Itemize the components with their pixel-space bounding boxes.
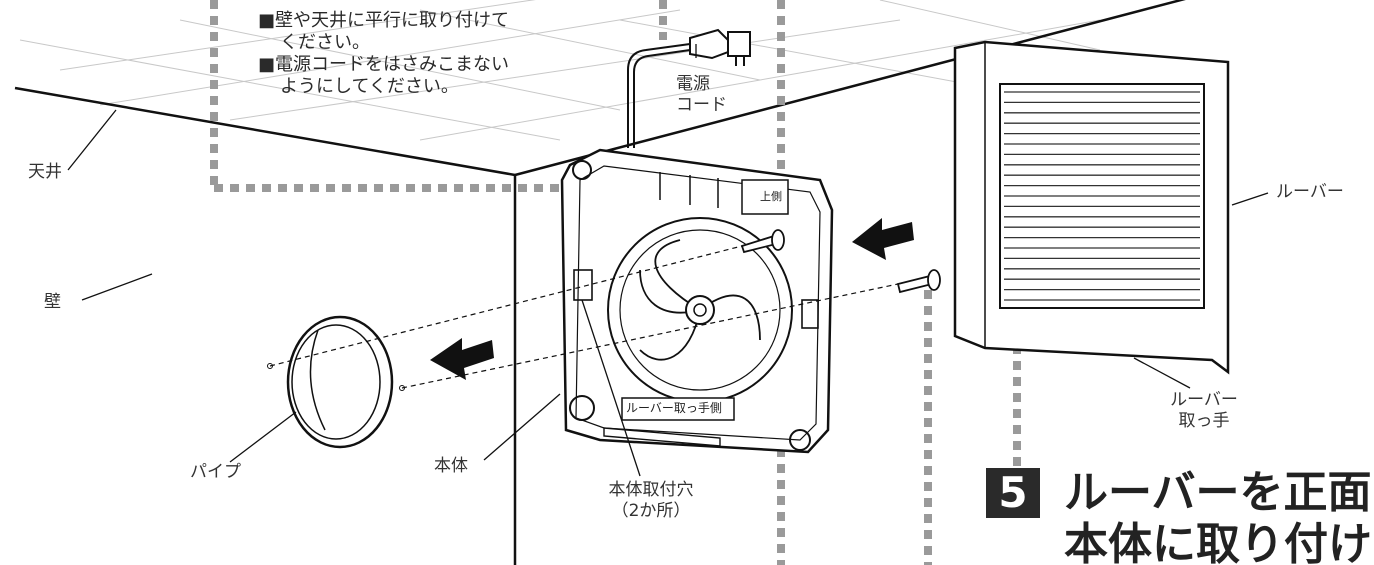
- label-power-cord-1: 電源: [676, 74, 710, 94]
- label-louver-handle-1: ルーバー: [1170, 390, 1238, 410]
- label-power-cord-2: コード: [676, 95, 727, 115]
- leader-lines: [67, 44, 1269, 477]
- room-edges: [14, 0, 1186, 565]
- ceiling-grid: [19, 0, 1101, 141]
- alignment-lines: [269, 245, 899, 389]
- fan-body: [560, 148, 834, 454]
- label-louver-handle: ルーバー 取っ手: [1166, 390, 1242, 432]
- step-title-line-1: ルーバーを正面か: [1064, 467, 1374, 518]
- direction-arrows: [430, 218, 914, 380]
- label-mount-holes: 本体取付穴 （2か所）: [596, 480, 706, 522]
- label-power-cord: 電源 コード: [676, 74, 727, 116]
- up-mark-text: 上側: [760, 190, 782, 203]
- label-mount-hole-1: 本体取付穴: [608, 480, 694, 500]
- step-number-badge: 5: [986, 468, 1040, 518]
- note-line-1: ■壁や天井に平行に取り付けて: [258, 10, 510, 31]
- label-wall: 壁: [44, 292, 61, 312]
- label-ceiling: 天井: [28, 162, 62, 182]
- pipe: [286, 315, 394, 449]
- note-line-1b: ください。: [280, 32, 370, 53]
- label-louver-handle-2: 取っ手: [1178, 411, 1230, 431]
- bracket-lines: [210, 0, 1021, 565]
- screws: [740, 229, 941, 294]
- louver-slats: [1004, 91, 1200, 301]
- hole-mark-2: [399, 385, 405, 391]
- body-tag-text: ルーバー取っ手側: [626, 401, 722, 415]
- label-louver: ルーバー: [1276, 182, 1344, 202]
- label-mount-hole-2: （2か所）: [611, 501, 691, 521]
- hole-mark-1: [267, 363, 273, 369]
- step-title-line-2: 本体に取り付ける: [1064, 519, 1374, 565]
- label-body: 本体: [434, 456, 468, 476]
- note-line-2b: ようにしてください。: [280, 76, 459, 97]
- power-cord: [627, 28, 751, 148]
- label-pipe: パイプ: [190, 462, 241, 482]
- note-line-2: ■電源コードをはさみこまない: [258, 54, 510, 75]
- caution-notes: ■壁や天井に平行に取り付けて ください。 ■電源コードをはさみこまない ようにし…: [258, 10, 509, 98]
